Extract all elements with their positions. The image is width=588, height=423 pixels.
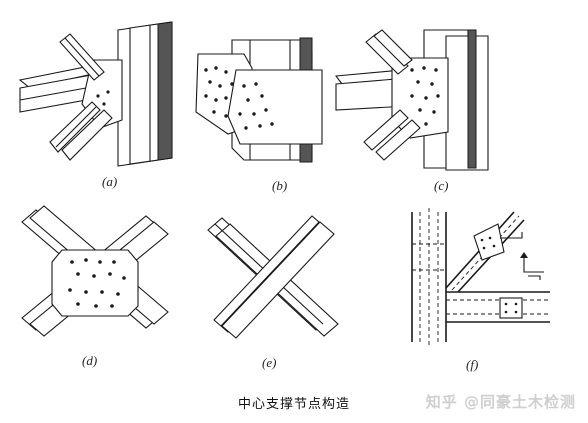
panel-label-a: (a) — [102, 174, 118, 189]
panel-label-b: (b) — [272, 178, 288, 193]
panel-d-drawing — [21, 205, 169, 337]
panel-label-d: (d) — [82, 353, 98, 368]
panel-f-drawing — [411, 208, 550, 346]
panel-label-c: (c) — [434, 178, 449, 193]
figure-caption: 中心支撑节点构造 — [237, 397, 350, 412]
panel-label-f: (f) — [466, 357, 479, 372]
panel-a-drawing — [18, 21, 173, 167]
watermark: 知乎 @同豪土木检测 — [425, 393, 576, 411]
panel-c-drawing — [334, 29, 489, 171]
panel-b-drawing — [195, 37, 323, 163]
panel-e-drawing — [207, 215, 339, 339]
panel-label-e: (e) — [262, 355, 277, 370]
